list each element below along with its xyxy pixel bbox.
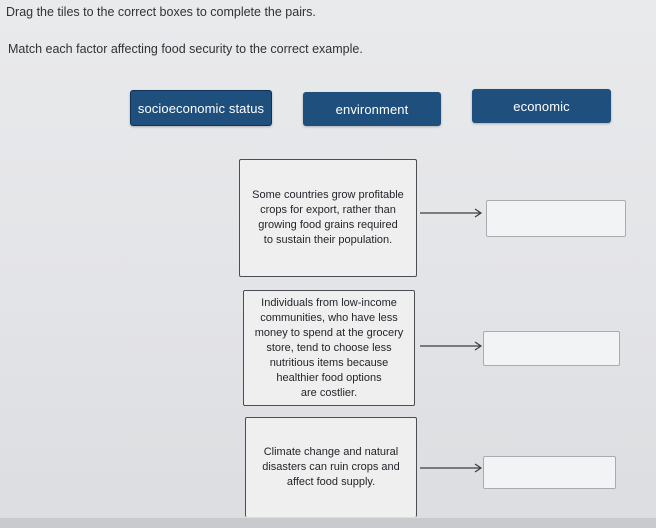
example-text: Individuals from low-income communities,…	[254, 296, 404, 399]
tile-socioeconomic-status[interactable]: socioeconomic status	[130, 90, 272, 126]
tile-environment[interactable]: environment	[303, 92, 441, 126]
drop-target-2[interactable]	[483, 331, 620, 366]
instruction-match: Match each factor affecting food securit…	[8, 42, 363, 56]
bottom-divider	[0, 518, 656, 528]
example-card-low-income: Individuals from low-income communities,…	[243, 290, 415, 406]
example-text: Climate change and natural disasters can…	[262, 446, 400, 488]
example-card-crops-export: Some countries grow profitable crops for…	[239, 159, 417, 277]
example-text: Some countries grow profitable crops for…	[252, 189, 404, 246]
example-card-climate: Climate change and natural disasters can…	[245, 417, 417, 517]
tile-economic[interactable]: economic	[472, 89, 611, 123]
instruction-drag: Drag the tiles to the correct boxes to c…	[6, 5, 316, 19]
arrow-right-icon	[420, 207, 484, 219]
arrow-right-icon	[420, 462, 484, 474]
drop-target-1[interactable]	[486, 200, 626, 237]
drop-target-3[interactable]	[483, 456, 616, 489]
arrow-right-icon	[420, 340, 484, 352]
